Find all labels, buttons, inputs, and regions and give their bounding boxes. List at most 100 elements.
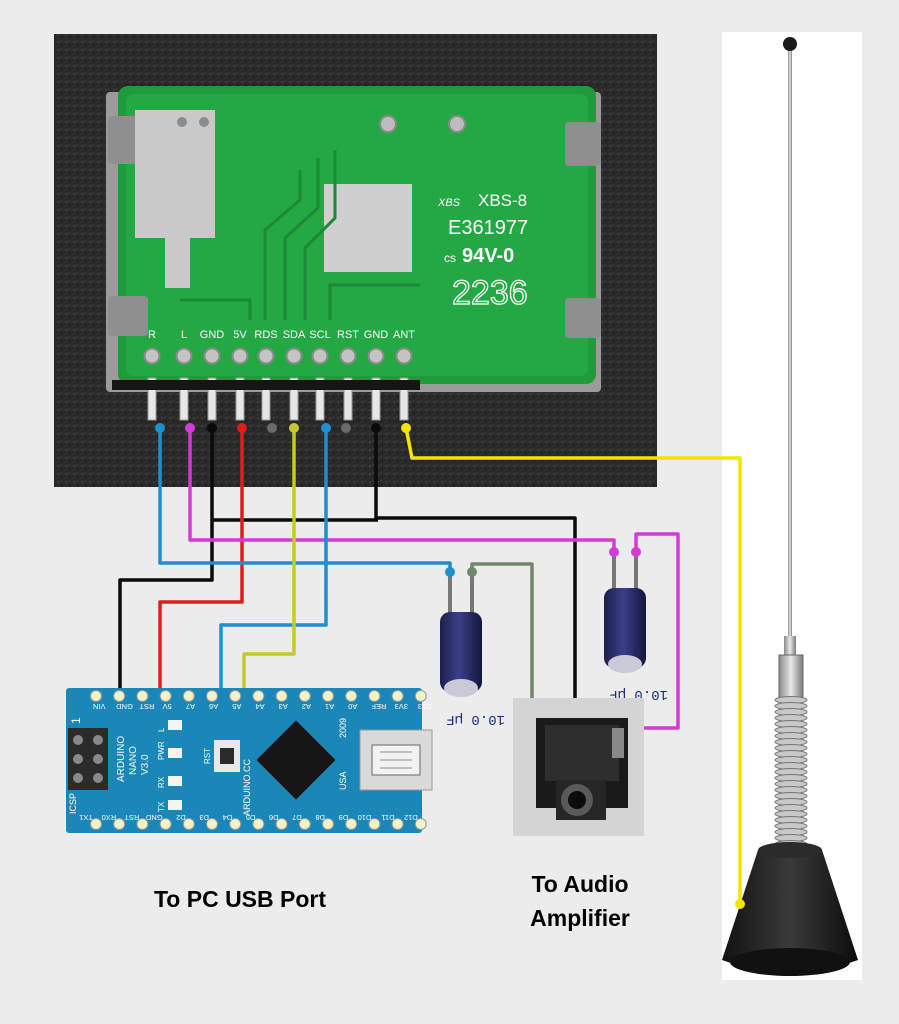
nano-top-pin	[229, 690, 242, 702]
antenna-tip	[783, 37, 797, 51]
nano-led	[168, 800, 182, 810]
nano-top-pin	[345, 690, 358, 702]
nano-top-pin-label: A2	[302, 702, 311, 711]
nano-bottom-pin	[159, 818, 172, 830]
nano-year: 2009	[338, 718, 348, 738]
nano-top-pin-label: VIN	[93, 702, 106, 711]
fm-header-pin	[235, 377, 245, 421]
silk-model: XBS-8	[478, 191, 527, 210]
silk-cert: E361977	[448, 217, 528, 239]
fm-header-pin	[343, 377, 353, 421]
nano-bottom-pin	[368, 818, 381, 830]
wire-5v	[158, 428, 244, 700]
arduino-nano: D133V3REFA0A1A2A3A4A5A6A75VRSTGNDVIND12D…	[66, 688, 433, 833]
nano-bottom-pin	[252, 818, 265, 830]
nano-bottom-pin	[136, 818, 149, 830]
nano-top-pin-label: 3V3	[395, 702, 408, 711]
fm-pin-pad	[367, 347, 385, 365]
caption-amplifier: To Audio Amplifier	[505, 867, 655, 935]
fm-pin-pad	[203, 347, 221, 365]
audio-jack	[513, 698, 644, 836]
fm-header-pin	[261, 377, 271, 421]
nano-top-pin-label: A4	[255, 702, 264, 711]
nano-top-pin	[159, 690, 172, 702]
nano-top-pin	[298, 690, 311, 702]
nano-top-pin	[368, 690, 381, 702]
fm-pin-label: SCL	[309, 329, 330, 341]
silk-rating: 94V-0	[462, 245, 514, 267]
nano-bottom-pin-label: RX0	[102, 813, 117, 822]
nano-top-pin	[252, 690, 265, 702]
nano-board	[66, 688, 422, 833]
nano-bottom-pin-label: D5	[246, 813, 256, 822]
fm-pin-label: GND	[200, 329, 225, 341]
nano-top-pin-label: 5V	[163, 702, 172, 711]
nano-bottom-pin-label: D9	[339, 813, 349, 822]
nano-led-label: PWR	[157, 741, 166, 760]
nano-top-pin-label: A3	[279, 702, 288, 711]
wire-gnd-arduino	[118, 428, 378, 700]
nano-country: USA	[338, 771, 348, 790]
wire-gnd-amp	[374, 428, 577, 706]
nano-bottom-pin-label: RST	[124, 813, 139, 822]
nano-top-pin	[90, 690, 102, 702]
fm-pin-pad	[395, 347, 413, 365]
nano-top-pin-label: A6	[209, 702, 218, 711]
nano-top-pin-label: GND	[116, 702, 133, 711]
wires	[118, 427, 742, 904]
fm-header-pin	[147, 377, 157, 421]
wire-scl	[219, 428, 328, 700]
fm-pin-label: R	[148, 329, 156, 341]
nano-top-pin	[414, 690, 427, 702]
nano-bottom-pin	[345, 818, 358, 830]
caption-amplifier-line-2: Amplifier	[530, 905, 630, 931]
nano-bottom-pin-label: D10	[358, 813, 372, 822]
nano-bottom-pin	[206, 818, 218, 830]
fm-pin-pad	[257, 347, 275, 365]
fm-pin-pad	[339, 347, 357, 365]
fm-pin-label: L	[181, 329, 187, 341]
fm-header-pin	[399, 377, 409, 421]
nano-top-pin-label: D13	[418, 702, 432, 711]
nano-pin1: 1	[69, 717, 83, 724]
nano-top-pin	[136, 690, 149, 702]
nano-bottom-pin-label: GND	[145, 813, 162, 822]
fm-header-pin	[207, 377, 217, 421]
antenna-rod	[788, 48, 792, 640]
fm-pin-pad	[143, 347, 161, 365]
nano-bottom-pin	[90, 818, 102, 830]
nano-bottom-pin	[113, 818, 126, 830]
silk-date: 2236	[452, 274, 528, 312]
nano-led	[168, 776, 182, 786]
nano-bottom-pin	[275, 818, 288, 830]
fm-pin-label: ANT	[393, 329, 415, 341]
fm-header-pin	[371, 377, 381, 421]
silk-cs: cs	[444, 251, 456, 265]
nano-bottom-pin	[229, 818, 242, 830]
capacitor-1: 10.0 µF	[440, 567, 505, 727]
fm-pin-pad	[231, 347, 249, 365]
nano-line-1: ARDUINO	[116, 736, 127, 782]
nano-rst-label: RST	[203, 748, 212, 764]
nano-bottom-pin	[391, 818, 404, 830]
nano-led-label: TX	[157, 801, 166, 812]
nano-led-label: L	[157, 727, 166, 732]
nano-bottom-pin-label: D11	[381, 813, 394, 822]
chip-pad	[324, 184, 412, 272]
wire-left-audio	[188, 428, 616, 552]
nano-bottom-pin	[414, 818, 427, 830]
nano-bottom-pin-label: D4	[223, 813, 233, 822]
nano-led-label: RX	[157, 776, 166, 788]
nano-line-2: NANO	[128, 746, 139, 775]
fm-header-pin	[289, 377, 299, 421]
nano-bottom-pin-label: D7	[292, 813, 302, 822]
wire-cap-jack-magenta	[628, 532, 680, 730]
nano-bottom-pin	[182, 818, 195, 830]
fm-header-pin	[179, 377, 189, 421]
fm-pin-label: RDS	[254, 329, 277, 341]
nano-bottom-pin	[298, 818, 311, 830]
antenna-spring	[774, 696, 808, 848]
nano-bottom-pin-label: TX1	[79, 813, 93, 822]
